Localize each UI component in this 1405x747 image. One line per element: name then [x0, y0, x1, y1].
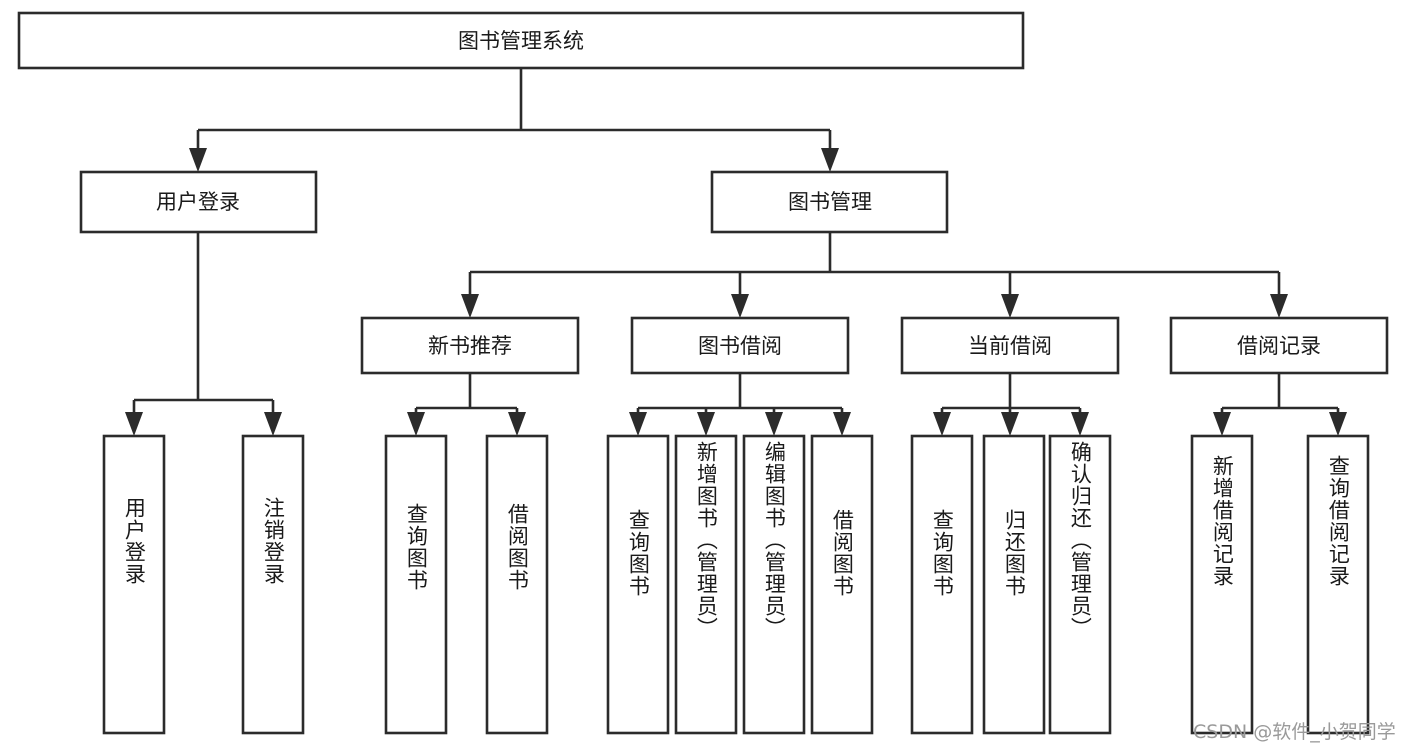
arrow-to-leaf-borrow-book-2	[833, 412, 851, 436]
node-root[interactable]: 图书管理系统	[17, 11, 1025, 70]
edge-group-user-login	[125, 232, 282, 436]
leaf-user-login-rect[interactable]	[102, 434, 166, 735]
leaf-query-book-2-rect[interactable]	[606, 434, 670, 735]
node-new-book-rec-label: 新书推荐	[428, 334, 512, 358]
node-borrow-record-rect[interactable]	[1169, 316, 1389, 375]
csdn-watermark: CSDN @软件_小贺同学	[1193, 721, 1396, 743]
node-new-book-rec[interactable]: 新书推荐	[360, 316, 580, 375]
leaf-query-book-3-rect[interactable]	[910, 434, 974, 735]
node-borrow-record[interactable]: 借阅记录	[1169, 316, 1389, 375]
arrow-to-leaf-add-record	[1213, 412, 1231, 436]
arrow-root-to-user-login	[189, 148, 207, 172]
node-book-borrow-rect[interactable]	[630, 316, 850, 375]
node-book-manage-label: 图书管理	[788, 190, 872, 214]
leaf-borrow-book-1-rect[interactable]	[485, 434, 549, 735]
arrow-to-leaf-query-book-1	[407, 412, 425, 436]
edge-new-book-rec-trunk	[414, 373, 519, 418]
arrow-to-leaf-logout	[264, 412, 282, 436]
edge-book-manage-trunk	[468, 232, 1281, 298]
leaf-return-book-rect[interactable]	[982, 434, 1046, 735]
node-user-login-label: 用户登录	[156, 190, 240, 214]
node-user-login-rect[interactable]	[79, 170, 318, 234]
arrow-to-leaf-edit-book	[765, 412, 783, 436]
arrow-to-leaf-borrow-book-1	[508, 412, 526, 436]
edge-group-book-manage	[461, 232, 1288, 318]
node-current-borrow-label: 当前借阅	[968, 334, 1052, 358]
arrow-to-leaf-query-book-3	[933, 412, 951, 436]
edge-group-borrow-record	[1213, 373, 1347, 436]
leaf-query-record-rect[interactable]	[1306, 434, 1370, 735]
edge-group-book-borrow	[629, 373, 851, 436]
edge-user-login-trunk	[132, 232, 275, 418]
leaf-confirm-return-rect[interactable]	[1048, 434, 1112, 735]
leaf-add-book-rect[interactable]	[674, 434, 738, 735]
edge-group-new-book-rec	[407, 373, 526, 436]
arrow-to-new-book-rec	[461, 294, 479, 318]
arrow-to-leaf-confirm-return	[1071, 412, 1089, 436]
arrow-to-leaf-query-book-2	[629, 412, 647, 436]
node-current-borrow-rect[interactable]	[900, 316, 1120, 375]
leaf-borrow-book-2-rect[interactable]	[810, 434, 874, 735]
leaf-add-record-rect[interactable]	[1190, 434, 1254, 735]
edge-current-borrow-trunk	[940, 373, 1082, 418]
leaf-query-book-1-rect[interactable]	[384, 434, 448, 735]
node-book-manage[interactable]: 图书管理	[710, 170, 949, 234]
arrow-to-leaf-query-record	[1329, 412, 1347, 436]
node-book-manage-rect[interactable]	[710, 170, 949, 234]
edge-book-borrow-trunk	[636, 373, 844, 418]
leaf-edit-book-rect[interactable]	[742, 434, 806, 735]
edge-group-current-borrow	[933, 373, 1089, 436]
arrow-to-leaf-user-login	[125, 412, 143, 436]
arrow-root-to-book-manage	[821, 148, 839, 172]
node-borrow-record-label: 借阅记录	[1237, 334, 1321, 358]
leaf-logout-rect[interactable]	[241, 434, 305, 735]
node-book-borrow-label: 图书借阅	[698, 334, 782, 358]
node-root-rect[interactable]	[17, 11, 1025, 70]
edge-root-trunk	[196, 68, 832, 152]
arrow-to-leaf-return-book	[1001, 412, 1019, 436]
edge-group-root	[189, 68, 839, 172]
arrow-to-current-borrow	[1001, 294, 1019, 318]
node-root-label: 图书管理系统	[458, 29, 584, 53]
arrow-to-leaf-add-book	[697, 412, 715, 436]
node-new-book-rec-rect[interactable]	[360, 316, 580, 375]
node-current-borrow[interactable]: 当前借阅	[900, 316, 1120, 375]
arrow-to-borrow-record	[1270, 294, 1288, 318]
node-user-login[interactable]: 用户登录	[79, 170, 318, 234]
node-book-borrow[interactable]: 图书借阅	[630, 316, 850, 375]
arrow-to-book-borrow	[731, 294, 749, 318]
edge-borrow-record-trunk	[1220, 373, 1340, 418]
leaf-boxes	[102, 434, 1370, 735]
